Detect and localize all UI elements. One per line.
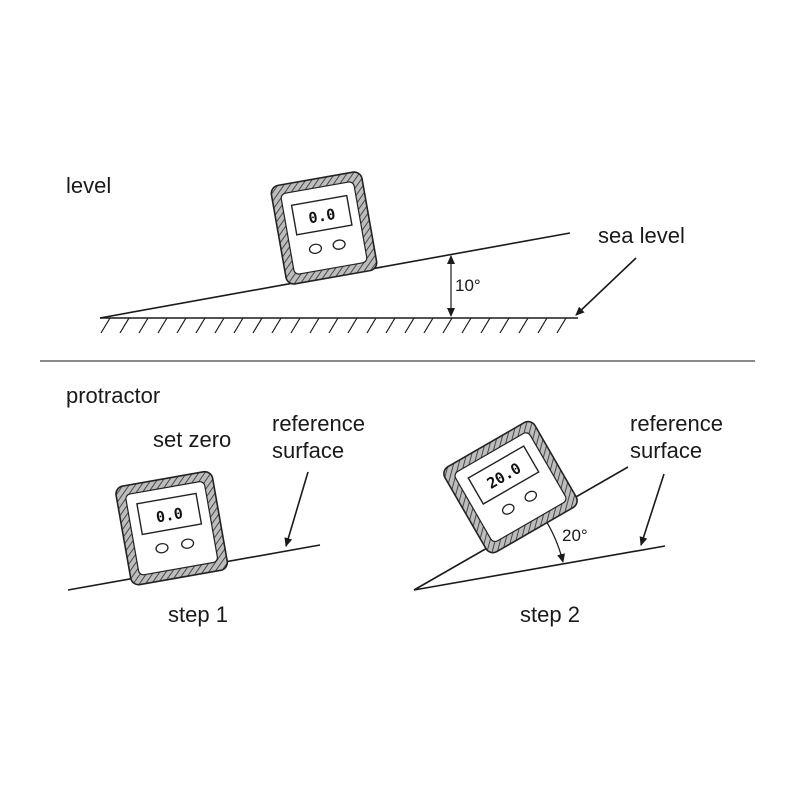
set-zero-label: set zero xyxy=(153,427,231,452)
level-angle-label: 10° xyxy=(455,276,481,295)
protractor-section-title: protractor xyxy=(66,383,160,408)
ground-hatch-tick xyxy=(100,317,111,334)
sea-level-label: sea level xyxy=(598,223,685,248)
ground-hatch-tick xyxy=(385,317,396,334)
step2-device: 20.0 xyxy=(443,420,578,554)
ground-hatch-tick xyxy=(157,317,168,334)
ground-hatch-tick xyxy=(309,317,320,334)
sea-level-arrow xyxy=(575,257,637,316)
device-display-reading: 0.0 xyxy=(155,504,185,526)
level-section-title: level xyxy=(66,173,111,198)
device-display xyxy=(290,194,353,236)
step2-angle-label: 20° xyxy=(562,526,588,545)
step1-reference-label-line1: reference xyxy=(272,411,365,436)
ground-hatch-tick xyxy=(271,317,282,334)
ground-hatch-tick xyxy=(480,317,491,334)
device-button-left xyxy=(308,243,323,254)
device-button-right xyxy=(332,239,346,250)
ground-hatch-tick xyxy=(442,317,453,334)
ground-hatch-tick xyxy=(461,317,472,334)
ground-hatch-tick xyxy=(290,317,301,334)
ground-hatch-tick xyxy=(214,317,225,334)
ground-hatch-tick xyxy=(195,317,206,334)
ground-hatch-tick xyxy=(423,317,434,334)
ground-hatch-tick xyxy=(518,317,529,334)
device-button-right xyxy=(180,538,195,549)
level-device: 0.0 xyxy=(270,171,378,285)
step2-reference-surface xyxy=(413,545,666,591)
ground-hatch-tick xyxy=(328,317,339,334)
ground-hatch-tick xyxy=(252,317,263,334)
ground-hatch-tick xyxy=(404,317,415,334)
ground-hatch-tick xyxy=(347,317,358,334)
ground-hatch-tick xyxy=(499,317,510,334)
ground-hatch-tick xyxy=(537,317,548,334)
device-button-left xyxy=(155,542,169,554)
ground-hatch-tick xyxy=(176,317,187,334)
ground-hatch-tick xyxy=(556,317,567,334)
step2-reference-arrow xyxy=(639,473,665,546)
device-display xyxy=(467,445,540,505)
ground-hatch-tick xyxy=(366,317,377,334)
ground-hatch-tick xyxy=(119,317,130,334)
step2-reference-label-line1: reference xyxy=(630,411,723,436)
step1-reference-arrow xyxy=(284,471,309,547)
step1-reference-label-line2: surface xyxy=(272,438,344,463)
ground-hatch-tick xyxy=(138,317,149,334)
device-display xyxy=(136,492,203,536)
step2-reference-label-line2: surface xyxy=(630,438,702,463)
ground-hatch-tick xyxy=(233,317,244,334)
step1-caption: step 1 xyxy=(168,602,228,627)
device-display-reading: 0.0 xyxy=(307,205,337,227)
device-button-right xyxy=(524,490,538,502)
step2-caption: step 2 xyxy=(520,602,580,627)
device-button-left xyxy=(501,503,515,515)
step1-device: 0.0 xyxy=(115,470,229,586)
ground-surface xyxy=(100,317,578,334)
